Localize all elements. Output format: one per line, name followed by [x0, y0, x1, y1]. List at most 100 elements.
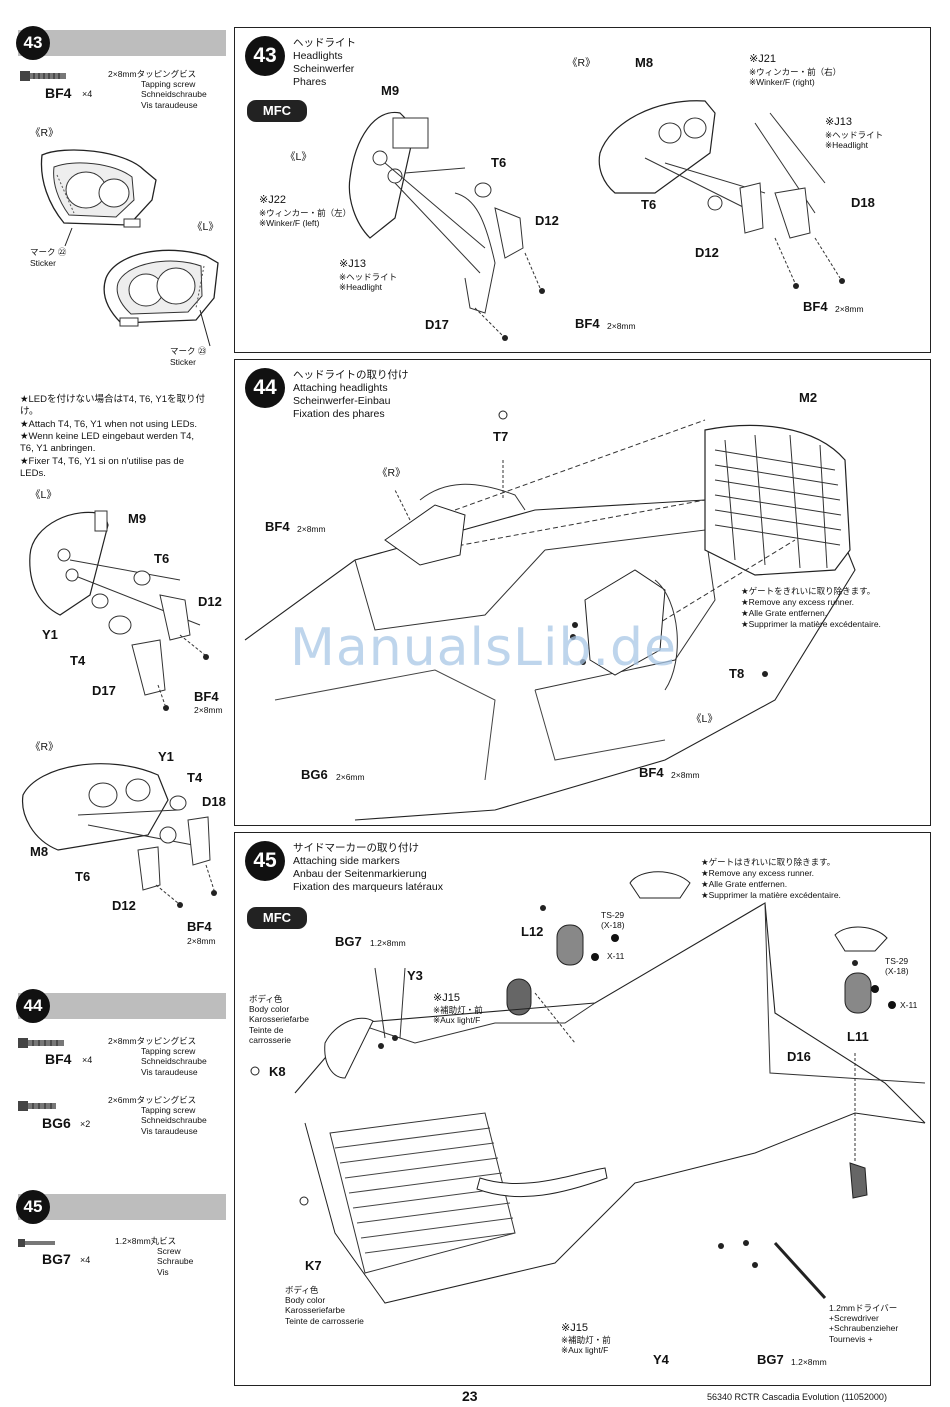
screw-qty: ×4 [80, 1255, 91, 1265]
screw-size: 2×8mm [671, 770, 700, 780]
screw-description: 2×8mmタッピングビス Tapping screw Schneidschrau… [108, 1036, 207, 1077]
screw-description: 1.2×8mm丸ビス Screw Schraube Vis [115, 1236, 194, 1277]
cab-headlight-install-diagram [244, 410, 856, 821]
step-number-badge: 44 [16, 989, 50, 1023]
part-label: D12 [695, 245, 719, 260]
part-label: M9 [128, 511, 147, 526]
part-label: BF4 [187, 919, 212, 934]
part-label: K7 [305, 1258, 322, 1273]
screw-code: BF4 [45, 1051, 72, 1067]
j15-bottom-callout: ※J15※補助灯・前※Aux light/F [561, 1322, 611, 1356]
headlight-right-illustration [40, 149, 157, 228]
part-label: T4 [70, 653, 86, 668]
part-label: T6 [641, 197, 657, 212]
side-label-left: 《L》 [285, 151, 312, 163]
screw-size: 2×8mm [194, 705, 223, 715]
screw-size: 2×6mm [336, 772, 365, 782]
screw-code: BG7 [42, 1251, 71, 1267]
side-label-right: 《R》 [30, 127, 59, 139]
part-label: BG7 [335, 934, 362, 949]
part-label: BF4 [265, 519, 290, 534]
paint-callout: TS-29(X-18) [885, 956, 909, 977]
screw-qty: ×4 [82, 1055, 93, 1065]
footer-reference: 56340 RCTR Cascadia Evolution (11052000) [707, 1392, 887, 1402]
j15-top-callout: ※J15※補助灯・前※Aux light/F [433, 992, 483, 1026]
j21-callout: ※J21※ウィンカー・前（右）※Winker/F (right) [749, 53, 842, 88]
part-label: BF4 [575, 316, 600, 331]
part-label: D17 [425, 317, 449, 332]
screw-size: 2×8mm [297, 524, 326, 534]
part-label: M8 [30, 844, 49, 859]
page-number: 23 [462, 1388, 478, 1404]
sidebar-step-43-header: 43 [16, 26, 226, 60]
part-label: Y4 [653, 1352, 669, 1367]
part-label: Y3 [407, 968, 423, 983]
part-label: D18 [851, 195, 875, 210]
screw-size: 2×8mm [607, 321, 636, 331]
screw-size: 1.2×8mm [370, 938, 406, 948]
sidebar-step-44-header: 44 [16, 989, 226, 1023]
tapping-screw-icon [20, 71, 66, 81]
headlight-left-illustration [103, 249, 219, 327]
mfc-badge: MFC [247, 907, 307, 929]
sidebar-step-45-header: 45 [16, 1190, 226, 1224]
watermark: ManualsLib.de [290, 618, 678, 678]
j22-callout: ※J22※ウィンカー・前（左）※Winker/F (left) [259, 194, 352, 229]
part-label: BF4 [639, 765, 664, 780]
part-label: L12 [521, 924, 544, 939]
part-label: BF4 [803, 299, 828, 314]
side-label-right: 《R》 [567, 57, 596, 69]
part-label: T6 [75, 869, 91, 884]
screw-size: 2×8mm [835, 304, 864, 314]
part-label: T8 [729, 666, 745, 681]
screw-description: 2×6mmタッピングビス Tapping screw Schneidschrau… [108, 1095, 207, 1136]
part-label: Y1 [158, 749, 174, 764]
tapping-screw-icon [18, 1038, 64, 1048]
part-label: M8 [635, 55, 654, 70]
leader-line [199, 309, 211, 347]
screw-qty: ×4 [82, 89, 93, 99]
j13-right-callout: ※J13※ヘッドライト※Headlight [825, 116, 884, 151]
part-label: T4 [187, 770, 203, 785]
part-label: D18 [202, 794, 226, 809]
step-number-badge: 45 [16, 1190, 50, 1224]
part-label: BG6 [301, 767, 328, 782]
paint-callout: X-11 [607, 951, 625, 961]
led-left-exploded-diagram [29, 510, 209, 711]
part-label: L11 [847, 1029, 869, 1044]
part-label: M9 [381, 83, 400, 98]
led-note: ★LEDを付けない場合はT4, T6, Y1を取り付け。 ★Attach T4,… [20, 394, 206, 480]
mfc-badge: MFC [247, 100, 307, 122]
part-label: D16 [787, 1049, 811, 1064]
screw-qty: ×2 [80, 1119, 91, 1129]
part-label: BG7 [757, 1352, 784, 1367]
screw-size: 2×8mm [187, 936, 216, 946]
side-marker-install-diagram [250, 871, 926, 1304]
step-number-badge: 43 [16, 26, 50, 60]
side-label-right: 《R》 [30, 741, 59, 753]
leader-line [64, 227, 73, 247]
screw-description: 2×8mmタッピングビス Tapping screw Schneidschrau… [108, 69, 207, 110]
part-label: BF4 [194, 689, 219, 704]
step-number-badge: 45 [245, 841, 285, 881]
tapping-screw-icon [18, 1101, 56, 1111]
screw-code: BF4 [45, 85, 72, 101]
part-label: Y1 [42, 627, 58, 642]
headlight-left-exploded-diagram [348, 111, 545, 341]
part-label: D12 [535, 213, 559, 228]
step-number-badge: 43 [245, 36, 285, 76]
paint-callout: TS-29(X-18) [601, 910, 625, 931]
part-label: D12 [198, 594, 222, 609]
runner-note: ★ゲートはきれいに取り除きます。★Remove any excess runne… [701, 857, 841, 901]
paint-callout: X-11 [900, 1000, 918, 1010]
part-label: K8 [269, 1064, 286, 1079]
part-label: D17 [92, 683, 116, 698]
